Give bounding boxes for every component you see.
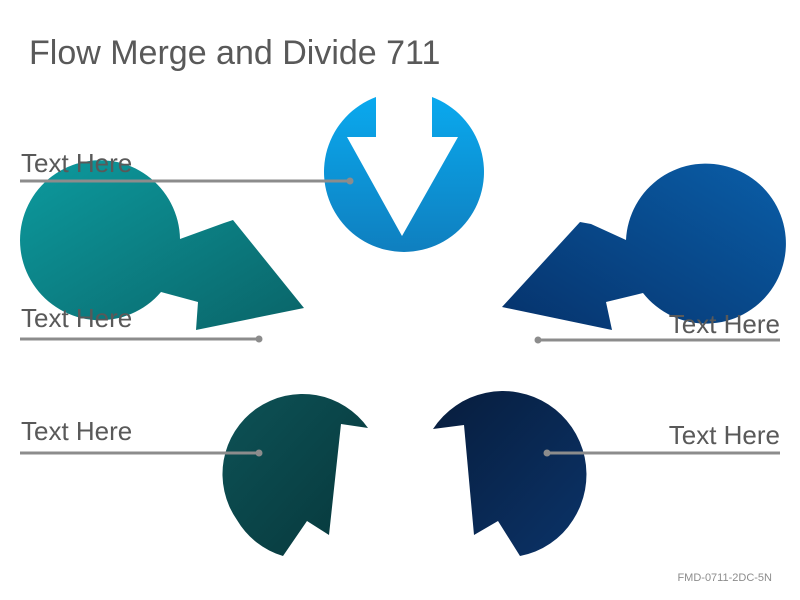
footer-code: FMD-0711-2DC-5N: [677, 572, 772, 584]
slide-title: Flow Merge and Divide 711: [29, 34, 441, 72]
connector-dot-upper-right: [534, 336, 542, 344]
callout-label-top: Text Here: [21, 148, 133, 178]
connector-dot-lower-right: [543, 449, 551, 457]
connector-dot-upper-left: [255, 335, 263, 343]
upper-left-flow-arrow-shape: [20, 160, 305, 330]
callout-label-lower-left: Text Here: [21, 416, 133, 446]
callout-label-upper-right: Text Here: [668, 309, 780, 339]
upper-right-flow-arrow-shape: [502, 163, 786, 330]
lower-right-flow-arrow-shape: [433, 391, 587, 556]
callout-label-upper-left: Text Here: [21, 303, 133, 333]
connector-dot-lower-left: [255, 449, 263, 457]
callout-label-lower-right: Text Here: [668, 420, 780, 450]
top-flow-arrow-shape: [323, 97, 485, 252]
connector-dot-top: [346, 177, 354, 185]
lower-left-flow-arrow-shape: [222, 393, 368, 556]
